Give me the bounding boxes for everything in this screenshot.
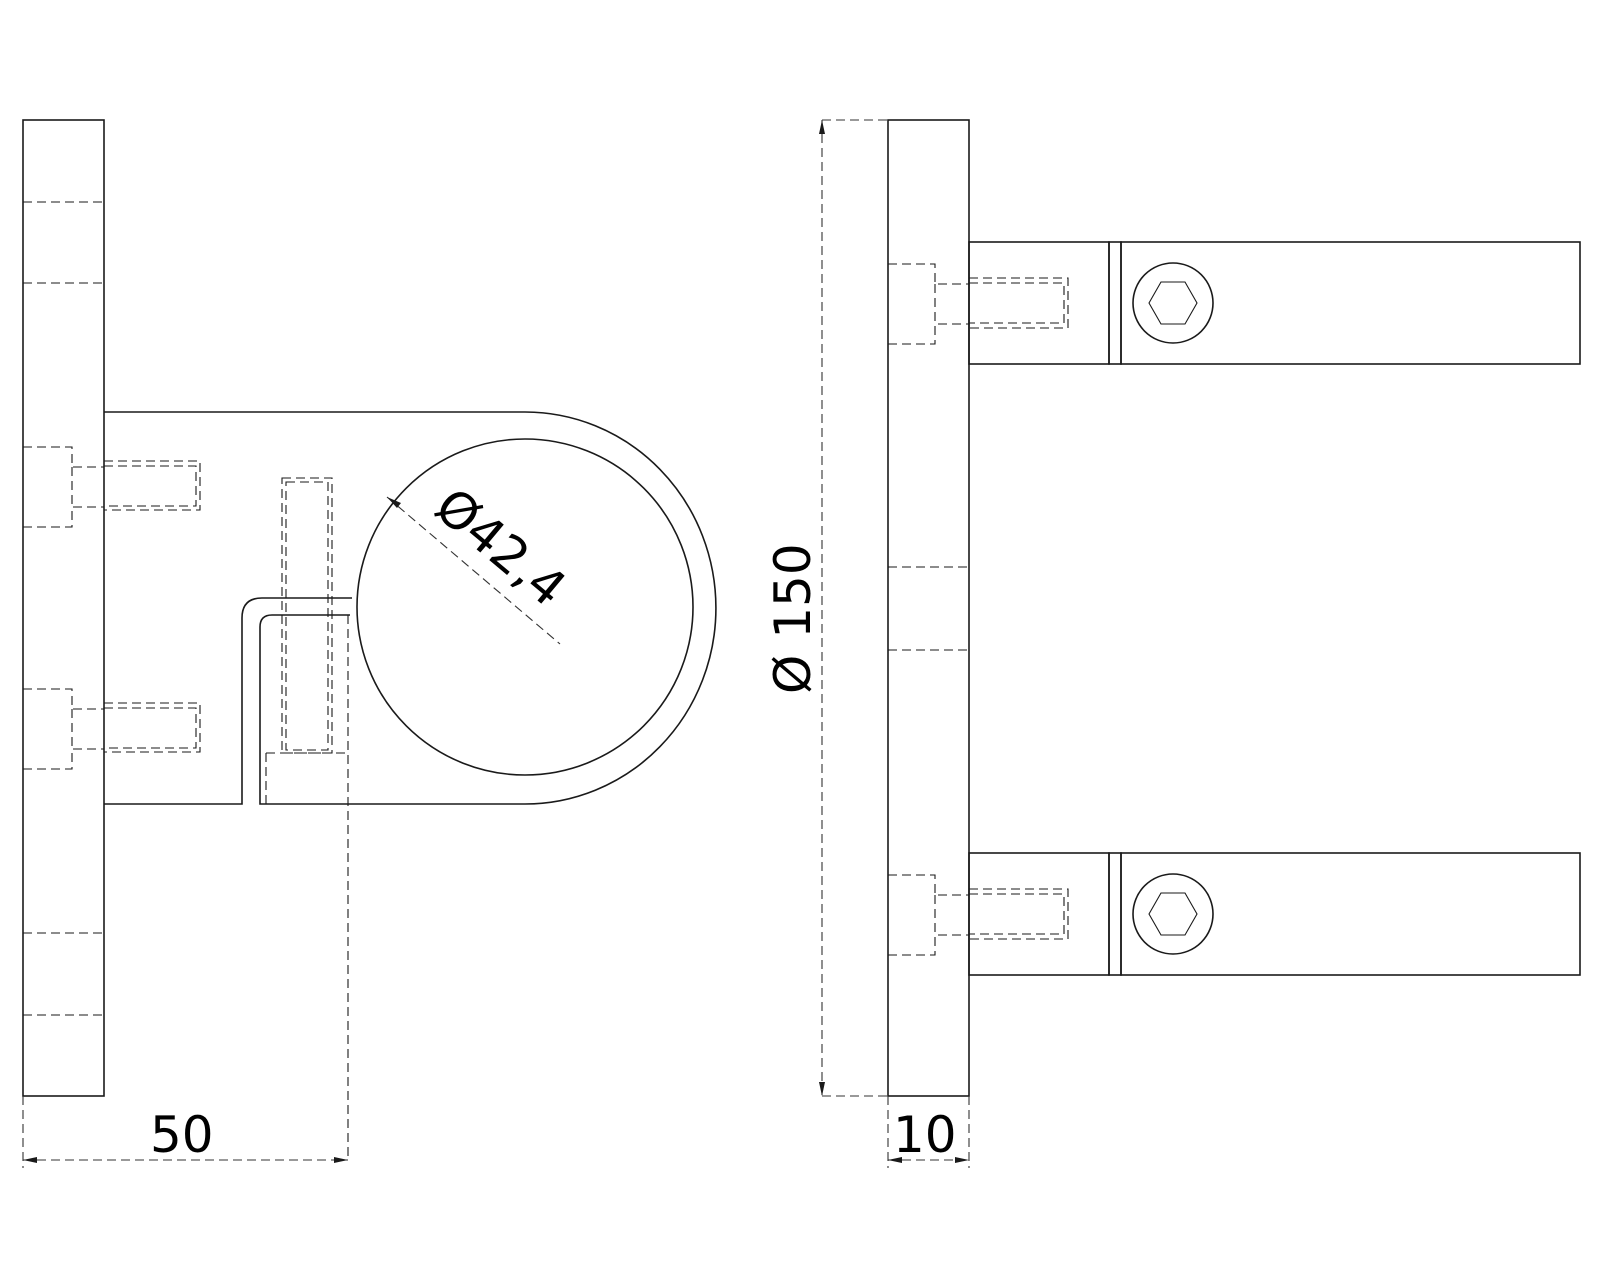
- pipe-bore: [356, 438, 694, 776]
- flange-diameter-label: Ø 150: [764, 543, 822, 694]
- flange-plate-right: [887, 119, 970, 1097]
- plate-screw-upper-hidden: [23, 446, 201, 528]
- thickness-label: 10: [893, 1106, 957, 1164]
- upper-screw-head: [1132, 262, 1214, 344]
- length-dim-label: 50: [150, 1106, 214, 1164]
- front-view: Ø42,4 50: [22, 119, 717, 1168]
- lower-screw-head: [1132, 873, 1214, 955]
- flange-diameter-dimension: [819, 119, 888, 1097]
- lower-arm: [888, 852, 1581, 976]
- thickness-dimension: [887, 1096, 970, 1168]
- flange-hidden-holes-right: [888, 566, 969, 651]
- pipe-diameter-arrow: [387, 497, 401, 508]
- flange-plate-left: [22, 119, 105, 1097]
- flange-hidden-holes-left: [23, 201, 104, 1016]
- length-dim-arrow-left: [23, 1157, 37, 1163]
- clamp-screw-hidden: [265, 477, 349, 1160]
- plate-screw-lower-hidden: [23, 688, 201, 770]
- pipe-diameter-label: Ø42,4: [424, 477, 577, 618]
- hex-socket-upper-icon: [1148, 281, 1198, 325]
- hex-socket-lower-icon: [1148, 892, 1198, 936]
- upper-arm: [888, 241, 1581, 365]
- length-dim-arrow-right: [334, 1157, 348, 1163]
- clamp-body: [104, 411, 717, 805]
- pipe-diameter-leader: [386, 496, 561, 645]
- side-view: Ø 150 10: [764, 119, 1581, 1168]
